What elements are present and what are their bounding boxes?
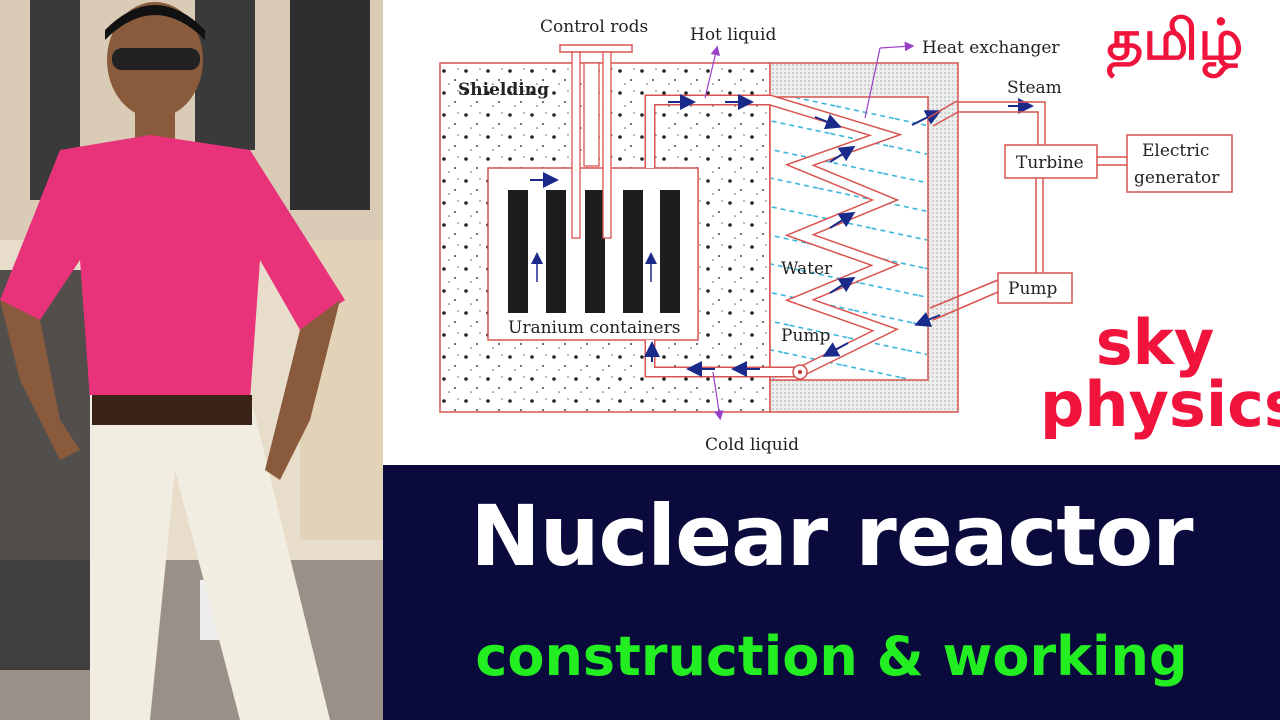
turbine-box <box>1004 144 1098 179</box>
uranium-rod <box>623 190 643 313</box>
control-rods <box>559 44 633 239</box>
uranium-rod <box>546 190 566 313</box>
presenter-photo <box>0 0 383 720</box>
label-hot-liquid: Hot liquid <box>690 25 776 45</box>
label-uranium-containers: Uranium containers <box>508 318 680 338</box>
label-pump-inner: Pump <box>781 326 831 346</box>
video-subtitle: construction & working <box>475 625 1188 688</box>
label-turbine: Turbine <box>1016 153 1084 173</box>
uranium-rod <box>585 190 605 313</box>
brand-sky: sky <box>1095 306 1215 379</box>
brand-tamil: தமிழ் <box>1106 8 1244 73</box>
video-title: Nuclear reactor <box>470 487 1193 585</box>
reactor-core <box>487 167 699 341</box>
uranium-rod <box>660 190 680 313</box>
label-control-rods: Control rods <box>540 17 648 37</box>
label-electric: Electric <box>1142 141 1209 161</box>
label-pump-outer: Pump <box>1008 279 1058 299</box>
title-banner: Nuclear reactor construction & working <box>383 465 1280 720</box>
label-steam: Steam <box>1007 78 1062 98</box>
label-shielding: Shielding <box>458 80 549 100</box>
label-water: Water <box>781 259 833 279</box>
brand-physics: physics <box>1040 368 1280 441</box>
pump-box <box>997 272 1073 304</box>
secondary-loop <box>927 101 1127 321</box>
pointer-lines <box>704 41 915 421</box>
flow-arrows <box>644 94 1034 377</box>
brand-sky-physics: sky physics <box>1040 306 1280 441</box>
label-generator: generator <box>1134 168 1220 188</box>
label-heat-exchanger: Heat exchanger <box>922 38 1060 58</box>
label-cold-liquid: Cold liquid <box>705 435 799 455</box>
uranium-rod <box>508 190 528 313</box>
nuclear-reactor-diagram: Control rods Hot liquid Heat exchanger S… <box>439 17 1233 455</box>
electric-generator-box <box>1126 134 1233 193</box>
